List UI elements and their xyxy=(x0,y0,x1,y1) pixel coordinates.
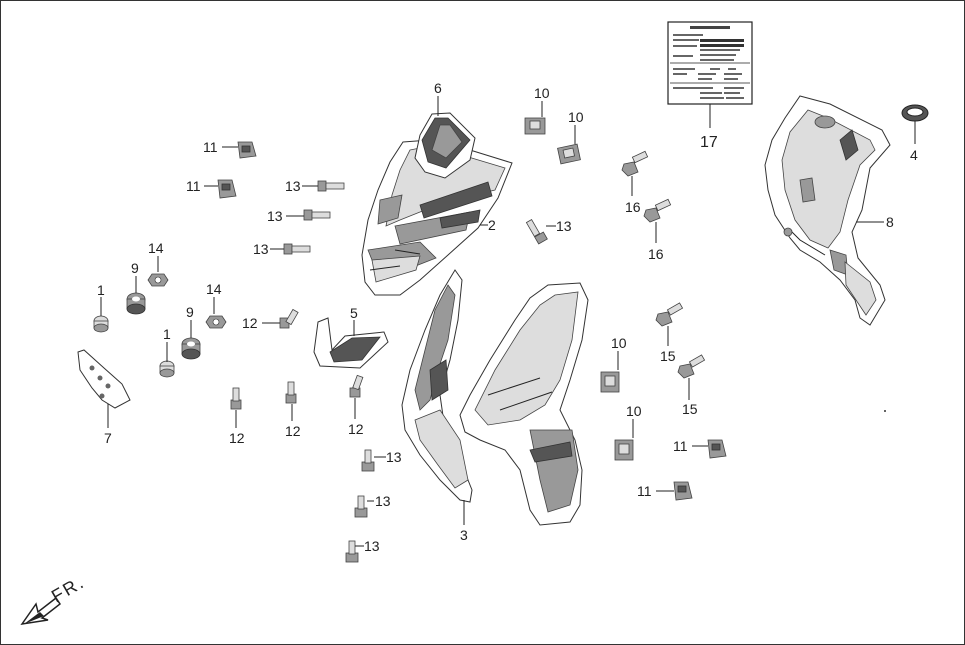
screw-part xyxy=(279,308,299,329)
callout-13a: 13 xyxy=(285,178,301,194)
collar-part xyxy=(159,360,175,378)
callout-17: 17 xyxy=(700,134,718,151)
clip-part xyxy=(673,481,693,501)
callout-14a: 14 xyxy=(148,240,164,256)
screw-part xyxy=(283,243,311,255)
callout-16a: 16 xyxy=(625,199,641,215)
callout-12a: 12 xyxy=(242,315,258,331)
bolt-part xyxy=(643,198,672,223)
dot-mark xyxy=(884,410,886,412)
callout-13b: 13 xyxy=(267,208,283,224)
clip-part xyxy=(237,141,257,159)
callout-13g: 13 xyxy=(364,538,380,554)
front-direction-label: FR. xyxy=(48,572,88,607)
clip-part xyxy=(707,439,727,459)
callout-1a: 1 xyxy=(97,282,105,298)
screw-part xyxy=(303,209,331,221)
inner-cover-part xyxy=(764,95,891,326)
callout-16b: 16 xyxy=(648,246,664,262)
callout-13f: 13 xyxy=(375,493,391,509)
screw-part xyxy=(361,449,375,472)
callout-10b: 10 xyxy=(568,109,584,125)
callout-11d: 11 xyxy=(637,483,652,499)
grommet-part xyxy=(126,292,146,315)
bracket-part xyxy=(313,317,389,369)
front-upper-cover-part xyxy=(361,139,513,296)
callout-11a: 11 xyxy=(203,139,218,155)
callout-4: 4 xyxy=(910,147,918,163)
callout-10a: 10 xyxy=(534,85,550,101)
nose-cover-part xyxy=(414,112,476,179)
grommet-part xyxy=(181,337,201,360)
callout-13d: 13 xyxy=(556,218,572,234)
callout-11c: 11 xyxy=(673,438,688,454)
callout-2: 2 xyxy=(488,217,496,233)
callout-1b: 1 xyxy=(163,326,171,342)
callout-9b: 9 xyxy=(186,304,194,320)
label-sticker-part xyxy=(667,21,753,105)
bolt-part xyxy=(621,150,649,177)
callout-12c: 12 xyxy=(285,423,301,439)
callout-15b: 15 xyxy=(682,401,698,417)
speed-nut-part xyxy=(600,371,620,393)
callout-5: 5 xyxy=(350,305,358,321)
callout-6: 6 xyxy=(434,80,442,96)
callout-9a: 9 xyxy=(131,260,139,276)
speed-nut-part xyxy=(557,143,581,165)
callout-13e: 13 xyxy=(386,449,402,465)
screw-part xyxy=(345,540,359,563)
callout-14b: 14 xyxy=(206,281,222,297)
speed-nut-part xyxy=(524,117,546,135)
callout-labels: 1 1 2 3 4 5 6 7 8 9 9 10 10 10 10 11 11 … xyxy=(97,80,918,554)
bolt-part xyxy=(677,354,706,379)
screw-part xyxy=(525,219,548,245)
screw-part xyxy=(230,387,242,410)
bolt-part xyxy=(655,302,684,327)
front-lower-cover-part xyxy=(401,269,589,526)
screw-part xyxy=(317,180,345,192)
screw-part xyxy=(354,495,368,518)
callout-12b: 12 xyxy=(229,430,245,446)
callout-10c: 10 xyxy=(611,335,627,351)
stay-bracket-part xyxy=(77,349,131,409)
clip-part xyxy=(217,179,237,199)
screw-part xyxy=(285,381,297,404)
callout-11b: 11 xyxy=(186,178,201,194)
callout-3: 3 xyxy=(460,527,468,543)
front-direction-arrow: FR. xyxy=(20,572,88,626)
callout-13c: 13 xyxy=(253,241,269,257)
speed-nut-part xyxy=(614,439,634,461)
collar-part xyxy=(93,315,109,333)
seal-ring-part xyxy=(901,104,929,122)
callout-8: 8 xyxy=(886,214,894,230)
callout-15a: 15 xyxy=(660,348,676,364)
nut-part xyxy=(147,273,169,287)
callout-12d: 12 xyxy=(348,421,364,437)
callout-7: 7 xyxy=(104,430,112,446)
screw-part xyxy=(349,374,364,398)
nut-part xyxy=(205,315,227,329)
callout-10d: 10 xyxy=(626,403,642,419)
